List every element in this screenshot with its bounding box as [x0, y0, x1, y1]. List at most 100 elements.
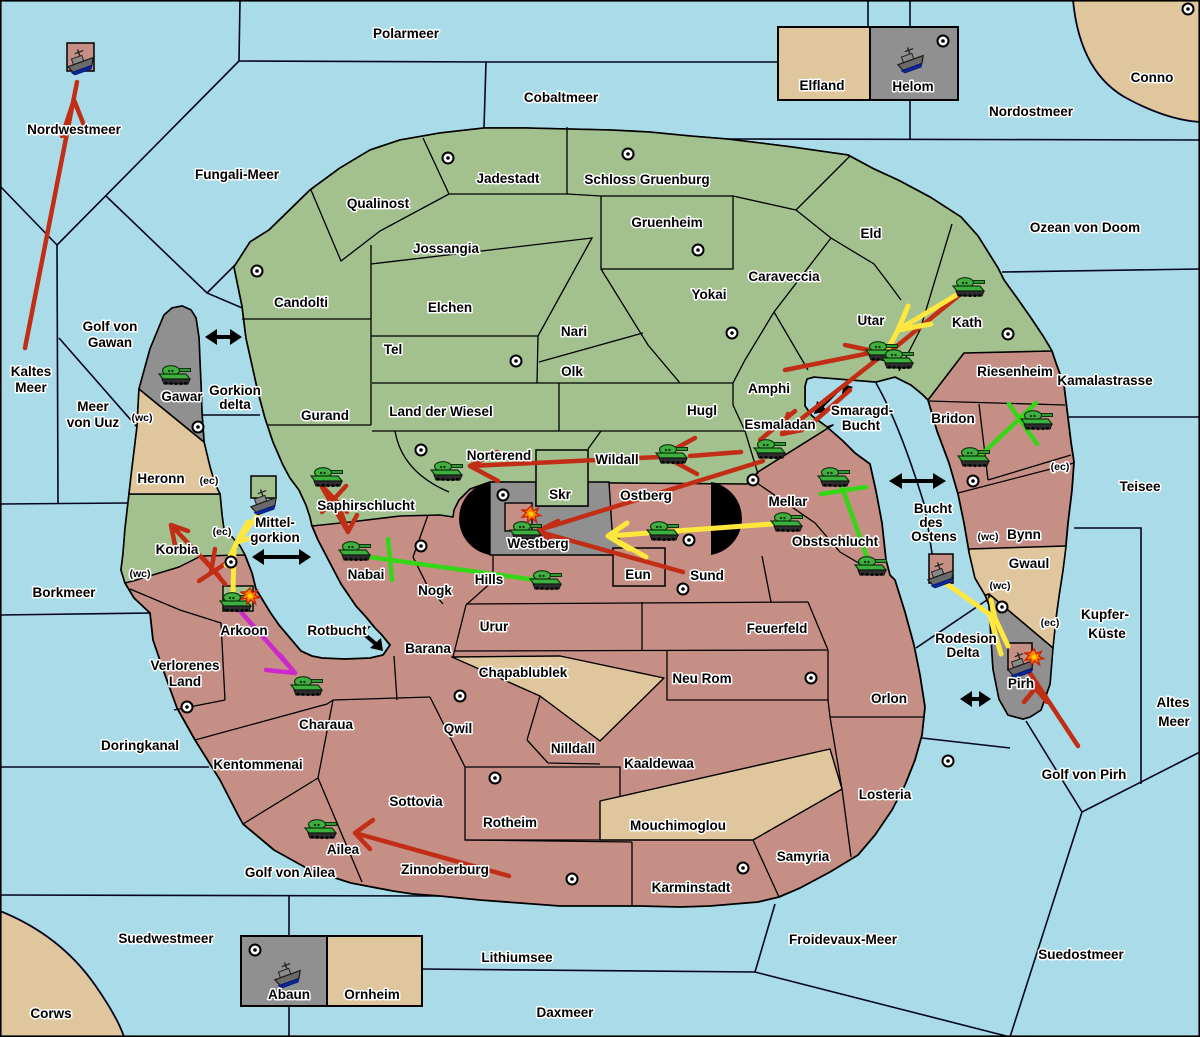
svg-text:Obstschlucht: Obstschlucht [792, 534, 879, 549]
svg-text:Nilldall: Nilldall [551, 741, 595, 756]
svg-text:Kaltes: Kaltes [11, 364, 52, 379]
svg-text:Feuerfeld: Feuerfeld [747, 621, 808, 636]
svg-text:Nordwestmeer: Nordwestmeer [27, 122, 122, 137]
svg-text:Bucht: Bucht [914, 501, 953, 516]
svg-text:Heronn: Heronn [137, 471, 184, 486]
svg-text:Ailea: Ailea [327, 842, 360, 857]
svg-text:Jadestadt: Jadestadt [476, 171, 540, 186]
svg-text:Riesenheim: Riesenheim [977, 364, 1053, 379]
svg-text:Caraveccia: Caraveccia [748, 269, 820, 284]
svg-text:Samyria: Samyria [777, 849, 830, 864]
svg-text:Corws: Corws [30, 1006, 71, 1021]
svg-text:Kamalastrasse: Kamalastrasse [1057, 373, 1153, 388]
svg-text:Daxmeer: Daxmeer [536, 1005, 594, 1020]
svg-text:Norterend: Norterend [467, 448, 532, 463]
svg-text:Cobaltmeer: Cobaltmeer [524, 90, 599, 105]
svg-text:Nordostmeer: Nordostmeer [989, 104, 1074, 119]
svg-text:Jossangia: Jossangia [413, 241, 480, 256]
svg-text:Tel: Tel [384, 342, 403, 357]
svg-text:Nogk: Nogk [418, 583, 452, 598]
svg-text:Nari: Nari [561, 324, 587, 339]
svg-text:Schloss Gruenburg: Schloss Gruenburg [584, 172, 709, 187]
svg-text:Ostens: Ostens [911, 529, 957, 544]
svg-text:Candolti: Candolti [274, 295, 328, 310]
svg-text:Suedwestmeer: Suedwestmeer [118, 931, 214, 946]
svg-text:Olk: Olk [561, 364, 583, 379]
svg-text:Hugl: Hugl [687, 403, 717, 418]
svg-text:Gawan: Gawan [88, 335, 132, 350]
svg-text:(ec): (ec) [1051, 461, 1070, 473]
svg-text:Rotheim: Rotheim [483, 815, 537, 830]
svg-text:(wc): (wc) [130, 568, 151, 580]
svg-text:Kath: Kath [952, 315, 982, 330]
svg-text:Land: Land [169, 674, 201, 689]
svg-text:Esmaladan: Esmaladan [744, 417, 815, 432]
svg-text:Mittel-: Mittel- [255, 515, 295, 530]
svg-text:Sottovia: Sottovia [389, 794, 443, 809]
svg-text:Bynn: Bynn [1007, 527, 1041, 542]
svg-text:Elchen: Elchen [428, 300, 472, 315]
svg-text:Chapablublek: Chapablublek [479, 665, 568, 680]
svg-text:Fungali-Meer: Fungali-Meer [195, 167, 280, 182]
svg-text:Wildall: Wildall [595, 452, 638, 467]
svg-text:Mouchimoglou: Mouchimoglou [630, 818, 726, 833]
svg-text:Gurand: Gurand [301, 408, 349, 423]
svg-text:Mellar: Mellar [768, 494, 808, 509]
svg-text:Urur: Urur [480, 619, 509, 634]
svg-text:Hills: Hills [475, 572, 504, 587]
svg-text:von Uuz: von Uuz [67, 415, 120, 430]
svg-text:Pirh: Pirh [1008, 676, 1034, 691]
svg-text:Qualinost: Qualinost [347, 196, 410, 211]
svg-text:Westberg: Westberg [507, 536, 568, 551]
svg-text:Orlon: Orlon [871, 691, 907, 706]
svg-text:Froidevaux-Meer: Froidevaux-Meer [789, 932, 898, 947]
svg-text:Barana: Barana [405, 641, 451, 656]
svg-text:Arkoon: Arkoon [220, 623, 267, 638]
svg-text:Ostberg: Ostberg [620, 488, 672, 503]
svg-text:(ec): (ec) [213, 526, 232, 538]
svg-text:Golf von: Golf von [83, 319, 138, 334]
svg-text:Gorkion: Gorkion [209, 383, 261, 398]
svg-text:Borkmeer: Borkmeer [32, 585, 96, 600]
svg-text:Rotbucht: Rotbucht [307, 623, 367, 638]
svg-text:(ec): (ec) [1041, 617, 1060, 629]
svg-text:Meer: Meer [15, 380, 47, 395]
svg-text:Eld: Eld [860, 226, 881, 241]
svg-text:(wc): (wc) [990, 580, 1011, 592]
svg-text:Bridon: Bridon [931, 411, 975, 426]
svg-text:Rodesion: Rodesion [935, 631, 997, 646]
svg-text:(ec): (ec) [200, 475, 219, 487]
svg-text:Delta: Delta [946, 645, 980, 660]
svg-text:Meer: Meer [1158, 714, 1190, 729]
svg-text:Saphirschlucht: Saphirschlucht [317, 498, 415, 513]
svg-text:Kaaldewaa: Kaaldewaa [624, 756, 694, 771]
svg-text:Polarmeer: Polarmeer [373, 26, 440, 41]
svg-text:Charaua: Charaua [299, 717, 354, 732]
svg-text:Conno: Conno [1131, 70, 1174, 85]
svg-text:Abaun: Abaun [268, 987, 310, 1002]
svg-text:Sund: Sund [690, 568, 724, 583]
svg-text:Gawar: Gawar [161, 389, 203, 404]
svg-text:Kupfer-: Kupfer- [1081, 607, 1129, 622]
svg-text:Gwaul: Gwaul [1009, 556, 1050, 571]
svg-text:Land der Wiesel: Land der Wiesel [389, 404, 492, 419]
svg-text:Verlorenes: Verlorenes [150, 658, 219, 673]
svg-text:Neu Rom: Neu Rom [672, 671, 731, 686]
svg-text:Yokai: Yokai [691, 287, 726, 302]
svg-text:Altes: Altes [1156, 695, 1189, 710]
svg-text:Elfland: Elfland [799, 78, 844, 93]
svg-text:Gruenheim: Gruenheim [631, 215, 702, 230]
svg-text:Küste: Küste [1088, 626, 1126, 641]
svg-text:Losteria: Losteria [859, 787, 912, 802]
svg-text:Golf von Pirh: Golf von Pirh [1042, 767, 1127, 782]
svg-text:Golf von Ailea: Golf von Ailea [245, 865, 336, 880]
svg-text:Lithiumsee: Lithiumsee [481, 950, 553, 965]
svg-text:Meer: Meer [77, 399, 109, 414]
svg-text:(wc): (wc) [132, 412, 153, 424]
svg-text:Doringkanal: Doringkanal [101, 738, 179, 753]
svg-text:Nabai: Nabai [348, 567, 385, 582]
svg-text:(wc): (wc) [978, 531, 999, 543]
svg-text:Karminstadt: Karminstadt [652, 880, 731, 895]
svg-text:gorkion: gorkion [250, 530, 300, 545]
svg-text:Teisee: Teisee [1119, 479, 1161, 494]
